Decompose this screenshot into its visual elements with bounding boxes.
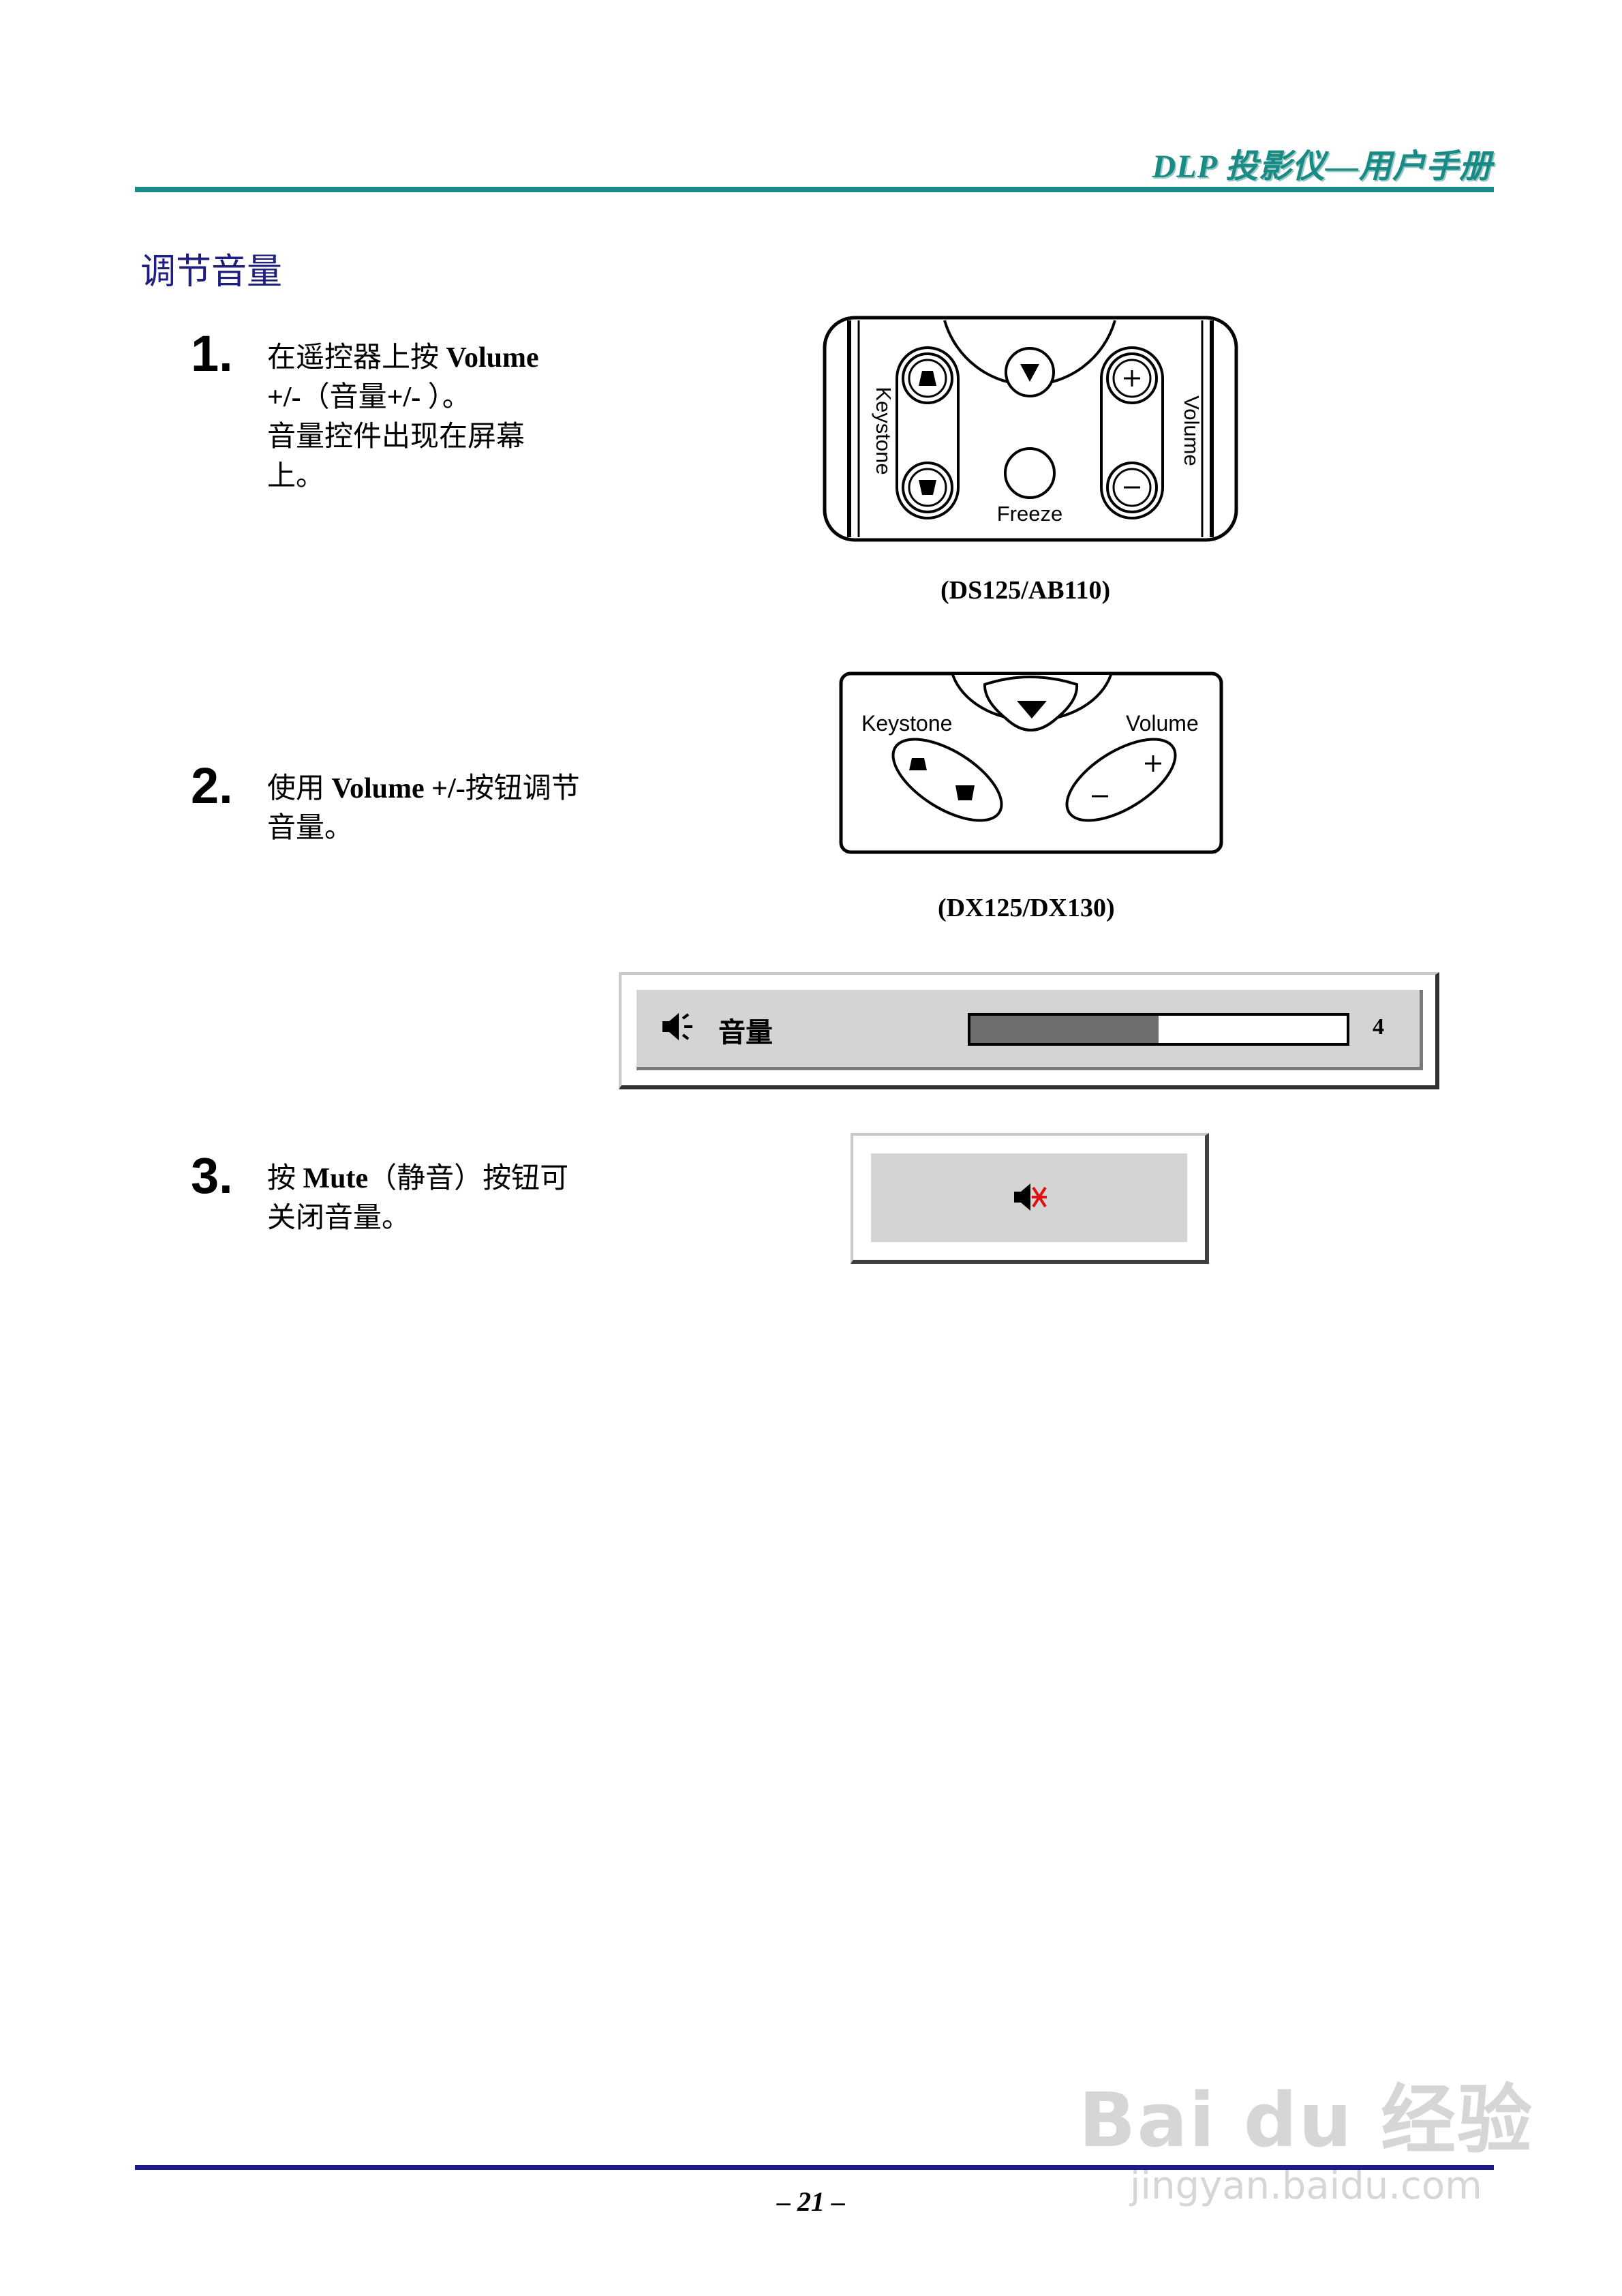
keystone-label: Keystone xyxy=(861,711,952,736)
step-3-mute-label: Mute xyxy=(303,1163,369,1194)
step-1-line2-post: ）。 xyxy=(420,382,471,413)
down-arrow-button[interactable] xyxy=(983,676,1079,731)
step-3-number: 3. xyxy=(191,1147,233,1204)
volume-down-button[interactable] xyxy=(1106,462,1158,513)
volume-label: Volume xyxy=(1180,395,1204,466)
remote-control-dx125: Keystone Volume xyxy=(839,671,1223,854)
down-arrow-button[interactable] xyxy=(1005,347,1055,397)
step-1-number: 1. xyxy=(191,325,233,382)
step-3-text: 按 Mute（静音）按钮可关闭音量。 xyxy=(267,1159,594,1238)
step-3-pre: 按 xyxy=(267,1163,303,1194)
speaker-icon xyxy=(662,1013,692,1040)
step-1-plusminus: +/- xyxy=(267,382,301,413)
volume-up-button[interactable] xyxy=(1106,352,1158,404)
volume-osd: 音量 4 xyxy=(619,972,1439,1089)
keystone-up-button[interactable] xyxy=(902,352,953,404)
section-title: 调节音量 xyxy=(140,253,283,292)
header-title: DLP 投影仪—用户手册 xyxy=(1152,149,1493,185)
volume-level-fill xyxy=(970,1016,1159,1043)
step-3-post: （静音）按钮可关闭音量。 xyxy=(267,1163,569,1234)
watermark-logo-text: Bai du 经验 xyxy=(1078,2076,1533,2164)
keystone-label: Keystone xyxy=(872,387,896,474)
step-2-text: 使用 Volume +/-按钮调节音量。 xyxy=(267,769,594,848)
step-1-line1-text: 在遥控器上按 xyxy=(267,342,446,374)
volume-osd-panel: 音量 4 xyxy=(637,990,1423,1070)
remote-2-caption: (DX125/DX130) xyxy=(938,894,1115,922)
step-2-pre: 使用 xyxy=(267,773,332,804)
volume-osd-label: 音量 xyxy=(718,1017,773,1048)
header-divider xyxy=(135,187,1494,192)
mute-speaker-icon xyxy=(1014,1183,1047,1211)
mute-osd-panel xyxy=(871,1153,1187,1242)
freeze-label: Freeze xyxy=(997,502,1062,526)
step-1-plusminus-2: +/- xyxy=(386,382,421,413)
freeze-button[interactable] xyxy=(1004,447,1056,499)
step-1-text: 在遥控器上按 Volume +/-（音量+/- ）。 音量控件出现在屏幕上。 xyxy=(267,338,594,496)
watermark-url: jingyan.baidu.com xyxy=(1129,2164,1482,2208)
step-1-line3: 音量控件出现在屏幕上。 xyxy=(267,421,525,492)
mute-osd xyxy=(851,1133,1209,1264)
page-number: – 21 – xyxy=(777,2186,845,2217)
remote-control-ds125: Freeze Keystone Volume xyxy=(823,316,1238,542)
volume-buttons[interactable] xyxy=(1054,723,1188,837)
step-1-volume-label: Volume xyxy=(446,342,539,374)
footer-divider xyxy=(135,2165,1494,2170)
baidu-watermark: Bai du 经验 jingyan.baidu.com xyxy=(1079,2059,1533,2208)
step-1-line2-mid: （音量 xyxy=(301,382,387,413)
volume-label: Volume xyxy=(1126,711,1199,736)
remote-1-caption: (DS125/AB110) xyxy=(940,576,1111,605)
keystone-buttons[interactable] xyxy=(880,723,1014,837)
step-2-post: 按钮调节音量。 xyxy=(267,773,580,844)
keystone-down-button[interactable] xyxy=(902,462,953,513)
volume-value: 4 xyxy=(1373,1014,1384,1040)
volume-level-bar[interactable] xyxy=(968,1013,1349,1046)
step-2-volume-label: Volume +/- xyxy=(331,773,465,804)
step-2-number: 2. xyxy=(191,757,233,814)
